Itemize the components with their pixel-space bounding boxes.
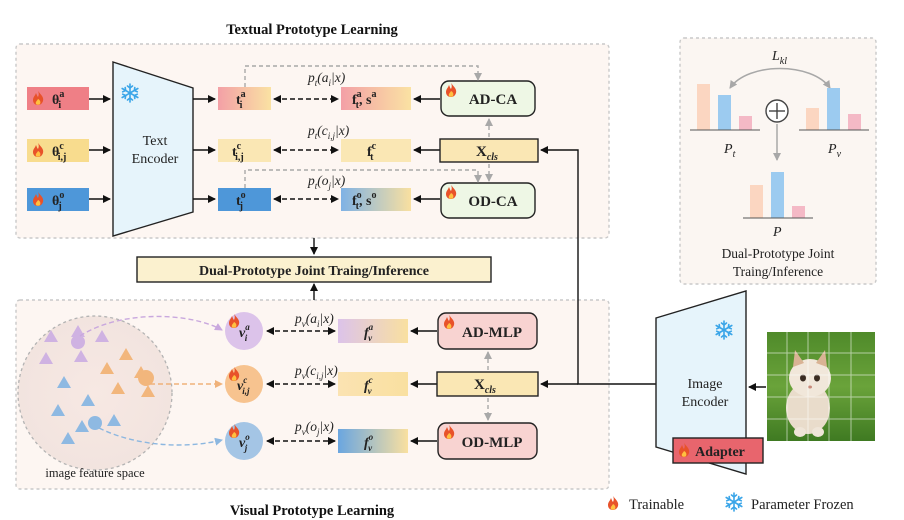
svg-text:OD-CA: OD-CA bbox=[468, 194, 517, 210]
svg-text:fct: fct bbox=[367, 141, 377, 163]
od-mlp-block: OD-MLP bbox=[437, 422, 538, 460]
svg-text:OD-MLP: OD-MLP bbox=[462, 435, 523, 451]
svg-text:θci,j: θci,j bbox=[52, 141, 66, 163]
ad-ca-block: AD-CA bbox=[440, 80, 536, 117]
legend-frozen: Parameter Frozen bbox=[751, 497, 854, 513]
visual-title: Visual Prototype Learning bbox=[230, 503, 395, 519]
prob-v-c: pv(ci,j|x) bbox=[294, 363, 338, 381]
svg-text:AD-CA: AD-CA bbox=[469, 92, 517, 108]
prob-t-o: pt(oj|x) bbox=[307, 173, 346, 191]
svg-text:Xcls: Xcls bbox=[474, 377, 496, 396]
textual-title: Textual Prototype Learning bbox=[226, 22, 398, 38]
pv-label: Pv bbox=[827, 142, 842, 160]
xcls-text-block: Xcls bbox=[439, 138, 539, 163]
adapter-block: Adapter bbox=[672, 437, 764, 464]
svg-text:tci,j: tci,j bbox=[232, 141, 244, 163]
svg-text:fov: fov bbox=[364, 432, 374, 453]
kl-caption-1: Dual-Prototype Joint bbox=[722, 246, 835, 261]
svg-text:Dual-Prototype Joint Traing/In: Dual-Prototype Joint Traing/Inference bbox=[199, 264, 429, 279]
svg-text:fot, so: fot, so bbox=[352, 190, 376, 212]
feature-space-points bbox=[39, 325, 155, 444]
ad-mlp-block: AD-MLP bbox=[437, 312, 538, 350]
p-histogram bbox=[743, 172, 813, 219]
oplus-icon bbox=[765, 99, 789, 123]
svg-text:fat, sa: fat, sa bbox=[352, 89, 376, 111]
p-label: P bbox=[772, 225, 782, 240]
svg-text:tai: tai bbox=[236, 89, 246, 111]
od-ca-block: OD-CA bbox=[440, 182, 536, 219]
text-encoder-label-2: Encoder bbox=[132, 152, 179, 167]
svg-text:vci,j: vci,j bbox=[237, 375, 250, 396]
kitten-image bbox=[767, 332, 875, 441]
prob-t-a: pt(ai|x) bbox=[307, 70, 346, 88]
pt-label: Pt bbox=[723, 142, 736, 160]
text-encoder bbox=[112, 61, 194, 237]
text-encoder-label-1: Text bbox=[143, 134, 168, 149]
prob-t-c: pt(ci,j|x) bbox=[307, 123, 350, 141]
kl-loss-label: Lkl bbox=[771, 49, 787, 67]
svg-text:Xcls: Xcls bbox=[476, 144, 498, 163]
kl-caption-2: Traing/Inference bbox=[733, 264, 823, 279]
legend-trainable: Trainable bbox=[629, 497, 684, 513]
svg-text:voj: voj bbox=[239, 432, 250, 453]
svg-text:toj: toj bbox=[236, 190, 246, 212]
prob-v-o: pv(oj|x) bbox=[294, 419, 334, 437]
feature-space-label: image feature space bbox=[45, 466, 145, 480]
snowflake-icon-legend bbox=[725, 492, 743, 512]
svg-text:θoj: θoj bbox=[52, 190, 64, 212]
pv-histogram bbox=[799, 88, 869, 131]
joint-box: Dual-Prototype Joint Traing/Inference bbox=[136, 256, 492, 283]
svg-text:vai: vai bbox=[239, 322, 250, 343]
feature-space bbox=[17, 315, 173, 471]
image-encoder-label-2: Encoder bbox=[682, 395, 729, 410]
fire-icon bbox=[608, 496, 619, 510]
svg-text:Adapter: Adapter bbox=[695, 445, 745, 460]
image-encoder-label-1: Image bbox=[688, 377, 723, 392]
svg-text:θai: θai bbox=[52, 89, 64, 111]
pt-histogram bbox=[690, 84, 760, 131]
svg-text:fav: fav bbox=[364, 322, 374, 343]
xcls-visual-block: Xcls bbox=[436, 371, 539, 397]
prob-v-a: pv(ai|x) bbox=[294, 311, 334, 329]
svg-text:fcv: fcv bbox=[364, 375, 373, 396]
svg-text:AD-MLP: AD-MLP bbox=[462, 325, 522, 341]
